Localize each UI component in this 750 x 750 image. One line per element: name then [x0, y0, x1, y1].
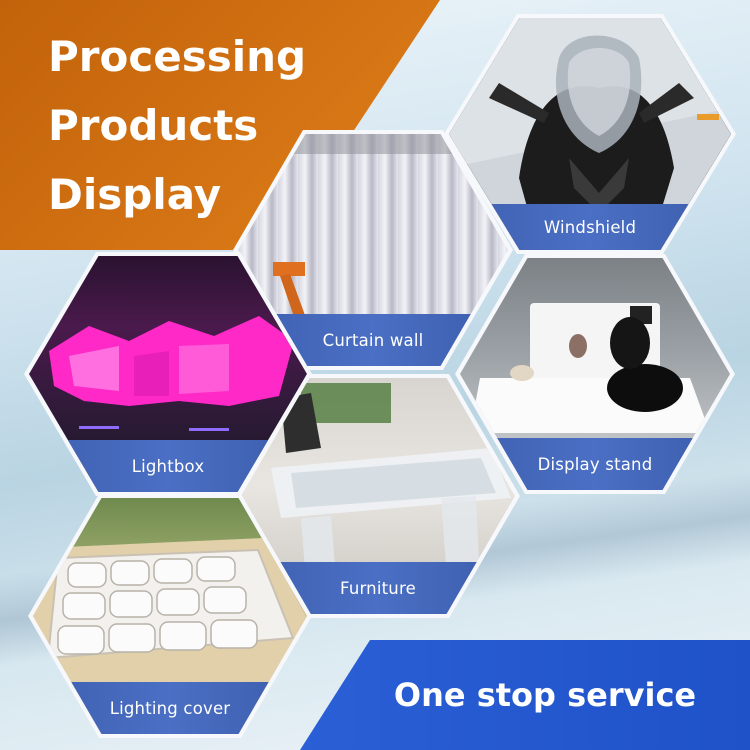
service-text: One stop service	[393, 676, 697, 714]
display-stand-tile: Display stand	[460, 258, 730, 490]
furniture-label: Furniture	[340, 578, 416, 598]
lighting-cover-label: Lighting cover	[109, 698, 231, 718]
service-banner: One stop service	[300, 640, 750, 750]
display-stand-label: Display stand	[537, 454, 653, 474]
earbuds-display-graphic	[470, 303, 710, 433]
page-title: Processing Products Display	[48, 22, 306, 229]
lightbox-graphic	[49, 316, 294, 431]
curtain-wall-label: Curtain wall	[322, 330, 424, 350]
windshield-label: Windshield	[543, 217, 637, 237]
title-line-2: Products	[48, 101, 259, 150]
lightbox-label: Lightbox	[131, 456, 205, 476]
title-line-3: Display	[48, 170, 222, 219]
title-line-1: Processing	[48, 32, 307, 81]
windshield-tile: Windshield	[449, 18, 731, 250]
